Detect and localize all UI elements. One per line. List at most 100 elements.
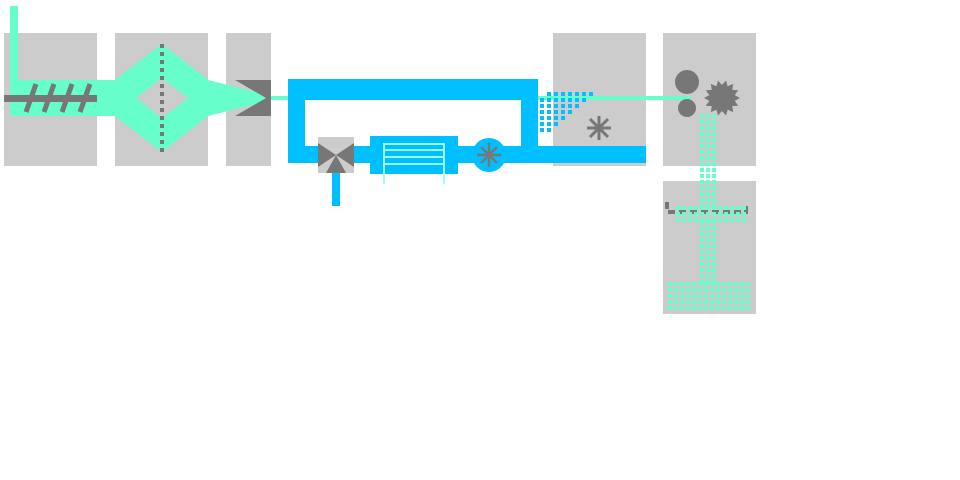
collected-droplet xyxy=(728,294,732,298)
spray-droplet xyxy=(589,92,593,96)
collected-droplet xyxy=(716,300,720,304)
roller-gear-icon xyxy=(675,70,740,117)
collected-droplet xyxy=(722,288,726,292)
collected-droplet xyxy=(722,306,726,310)
collected-droplet xyxy=(706,274,710,278)
collected-droplet xyxy=(698,306,702,310)
collected-droplet xyxy=(712,226,716,230)
drip-droplet xyxy=(706,180,710,184)
collected-droplet xyxy=(692,282,696,286)
collected-droplet xyxy=(700,250,704,254)
collected-droplet xyxy=(712,238,716,242)
spray-droplet xyxy=(568,104,572,108)
drip-droplet xyxy=(706,126,710,130)
collected-droplet xyxy=(686,300,690,304)
drip-droplet xyxy=(700,156,704,160)
collected-droplet xyxy=(740,294,744,298)
spray-droplet xyxy=(561,104,565,108)
collected-droplet xyxy=(728,306,732,310)
collected-droplet xyxy=(692,288,696,292)
collected-droplet xyxy=(724,206,728,210)
spray-droplet xyxy=(561,98,565,102)
collected-droplet xyxy=(728,288,732,292)
collected-droplet xyxy=(704,294,708,298)
collected-droplet xyxy=(712,244,716,248)
collected-droplet xyxy=(682,212,686,216)
collected-droplet xyxy=(712,262,716,266)
collected-droplet xyxy=(694,212,698,216)
spray-droplet xyxy=(540,128,544,132)
spray-droplet xyxy=(540,116,544,120)
collected-droplet xyxy=(716,294,720,298)
collected-droplet xyxy=(742,212,746,216)
die-head-hollow xyxy=(136,78,188,118)
collected-droplet xyxy=(680,288,684,292)
screw-flight-4 xyxy=(77,83,93,113)
spray-droplet xyxy=(575,104,579,108)
collected-droplet xyxy=(706,262,710,266)
collected-droplet xyxy=(682,218,686,222)
valve-icon[interactable] xyxy=(318,137,354,173)
drip-droplet xyxy=(706,186,710,190)
collected-droplet xyxy=(740,282,744,286)
collected-droplet xyxy=(698,288,702,292)
collected-droplet xyxy=(674,288,678,292)
drip-droplet xyxy=(712,114,716,118)
drip-droplet xyxy=(712,126,716,130)
drip-droplet xyxy=(712,192,716,196)
collected-droplet xyxy=(698,282,702,286)
pump-icon[interactable] xyxy=(472,138,506,172)
collected-droplet xyxy=(712,250,716,254)
collected-droplet xyxy=(686,294,690,298)
collected-droplet xyxy=(722,282,726,286)
drip-droplet xyxy=(706,138,710,142)
spray-droplet xyxy=(540,98,544,102)
drip-droplet xyxy=(700,126,704,130)
spray-droplet xyxy=(540,122,544,126)
collected-droplet xyxy=(668,294,672,298)
collected-material xyxy=(668,206,750,310)
spray-icon xyxy=(540,92,593,132)
collected-droplet xyxy=(712,256,716,260)
collected-droplet xyxy=(722,300,726,304)
heat-exchanger-icon[interactable] xyxy=(370,136,458,184)
collected-droplet xyxy=(700,274,704,278)
cooling-inner-patch xyxy=(288,97,538,100)
collected-droplet xyxy=(736,212,740,216)
drip-droplet xyxy=(712,150,716,154)
collected-droplet xyxy=(736,218,740,222)
material-inlet-line xyxy=(10,6,18,116)
collected-droplet xyxy=(706,256,710,260)
spray-droplet xyxy=(547,104,551,108)
collected-droplet xyxy=(676,206,680,210)
collected-droplet xyxy=(698,294,702,298)
collected-droplet xyxy=(668,306,672,310)
collected-droplet xyxy=(712,268,716,272)
collected-droplet xyxy=(734,300,738,304)
collected-droplet xyxy=(704,300,708,304)
drip-droplet xyxy=(706,144,710,148)
spray-droplet xyxy=(554,92,558,96)
spray-droplet xyxy=(561,110,565,114)
collected-droplet xyxy=(718,212,722,216)
drip-droplet xyxy=(706,174,710,178)
collected-droplet xyxy=(710,288,714,292)
collected-droplet xyxy=(740,288,744,292)
gear-icon xyxy=(704,80,740,116)
spray-droplet xyxy=(575,92,579,96)
drip-droplet xyxy=(700,132,704,136)
collected-droplet xyxy=(706,268,710,272)
collected-droplet xyxy=(700,206,704,210)
collected-droplet xyxy=(700,212,704,216)
drip-droplet xyxy=(712,186,716,190)
spray-droplet xyxy=(554,110,558,114)
collected-droplet xyxy=(698,300,702,304)
collected-droplet xyxy=(704,288,708,292)
drip-droplet xyxy=(706,192,710,196)
screw-flight-1 xyxy=(23,83,39,113)
collected-droplet xyxy=(692,306,696,310)
collected-droplet xyxy=(746,306,750,310)
spray-droplet xyxy=(568,92,572,96)
collected-droplet xyxy=(746,294,750,298)
collected-droplet xyxy=(700,244,704,248)
